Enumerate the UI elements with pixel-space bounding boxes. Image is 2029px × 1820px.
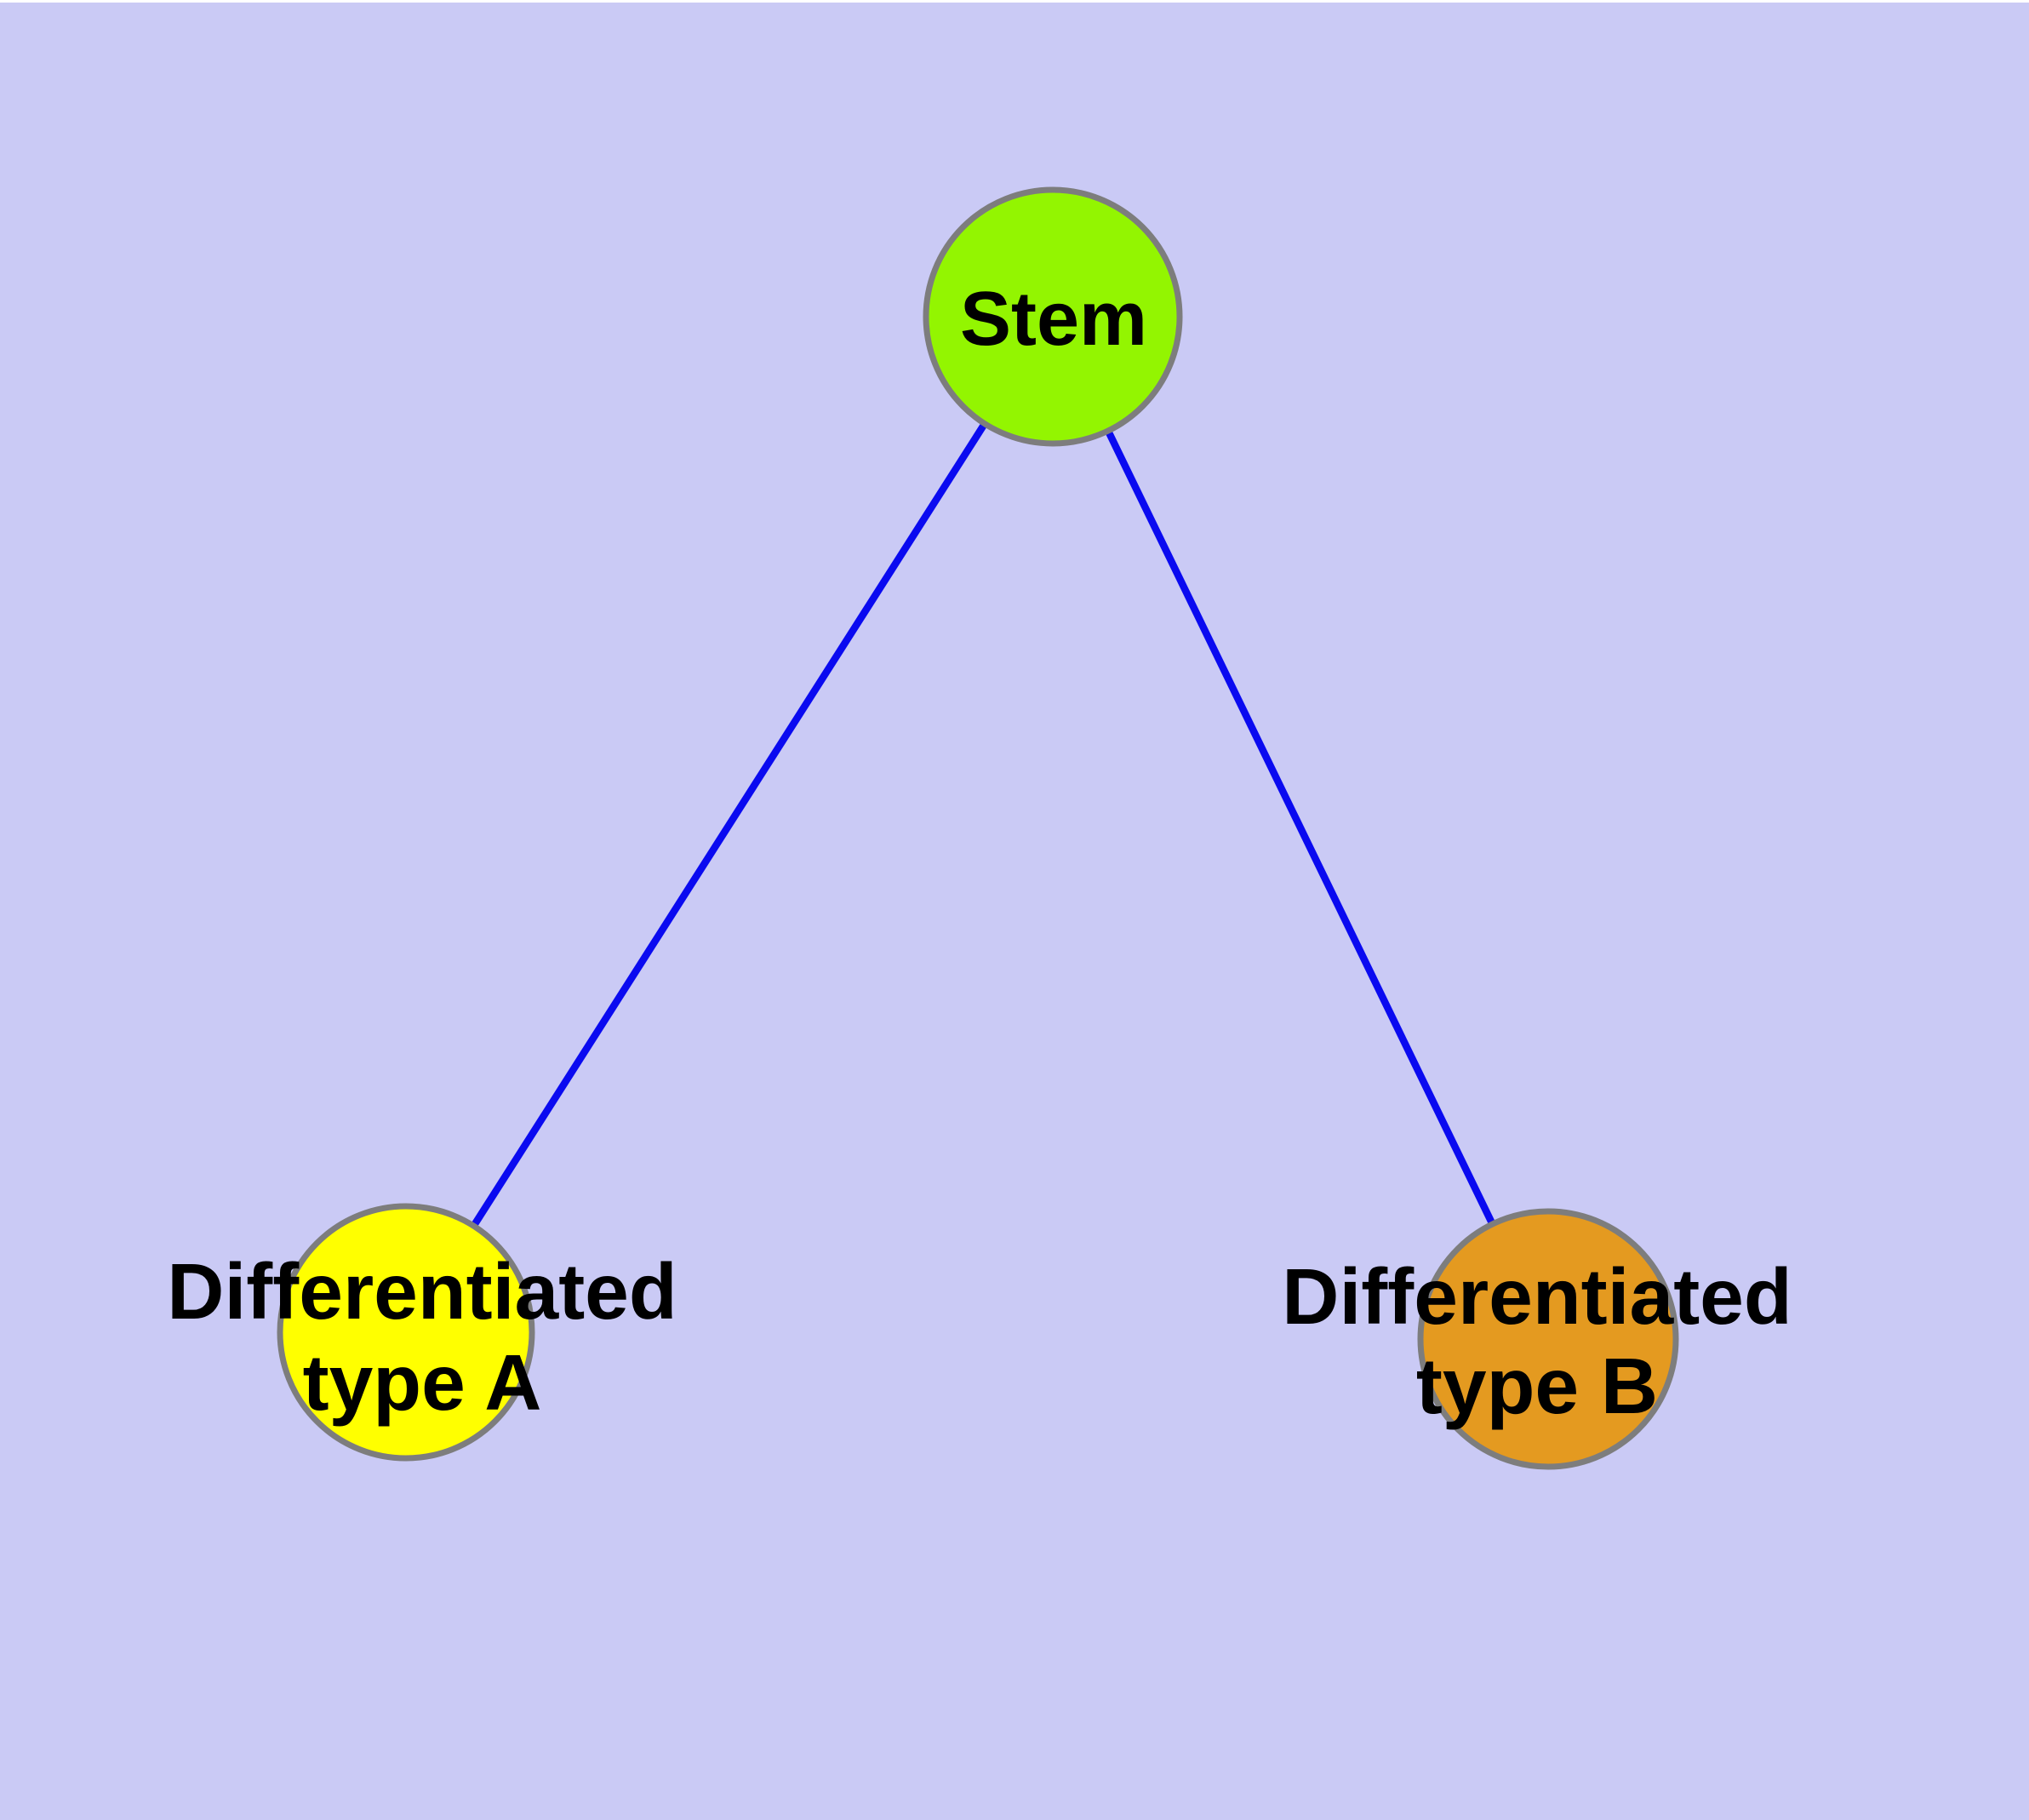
node-type-a-circle <box>277 1203 535 1462</box>
edge-stem-to-type-a <box>403 314 1056 1335</box>
node-stem: Stem <box>923 186 1183 447</box>
node-stem-circle <box>923 186 1183 447</box>
node-type-a: Differentiated type A <box>167 1203 677 1462</box>
node-type-b-circle <box>1417 1208 1679 1470</box>
top-edge-strip <box>0 0 2029 3</box>
node-type-b-label-line2: type B <box>1416 1342 1658 1430</box>
node-type-a-label-line1: Differentiated <box>167 1247 677 1336</box>
node-type-a-label-line2: type A <box>303 1338 542 1427</box>
node-stem-label: Stem <box>960 277 1147 362</box>
edge-stem-to-type-b <box>1049 315 1552 1341</box>
node-type-b-label-line1: Differentiated <box>1282 1252 1792 1341</box>
node-type-b: Differentiated type B <box>1282 1208 1792 1470</box>
edge-layer <box>403 314 1552 1341</box>
